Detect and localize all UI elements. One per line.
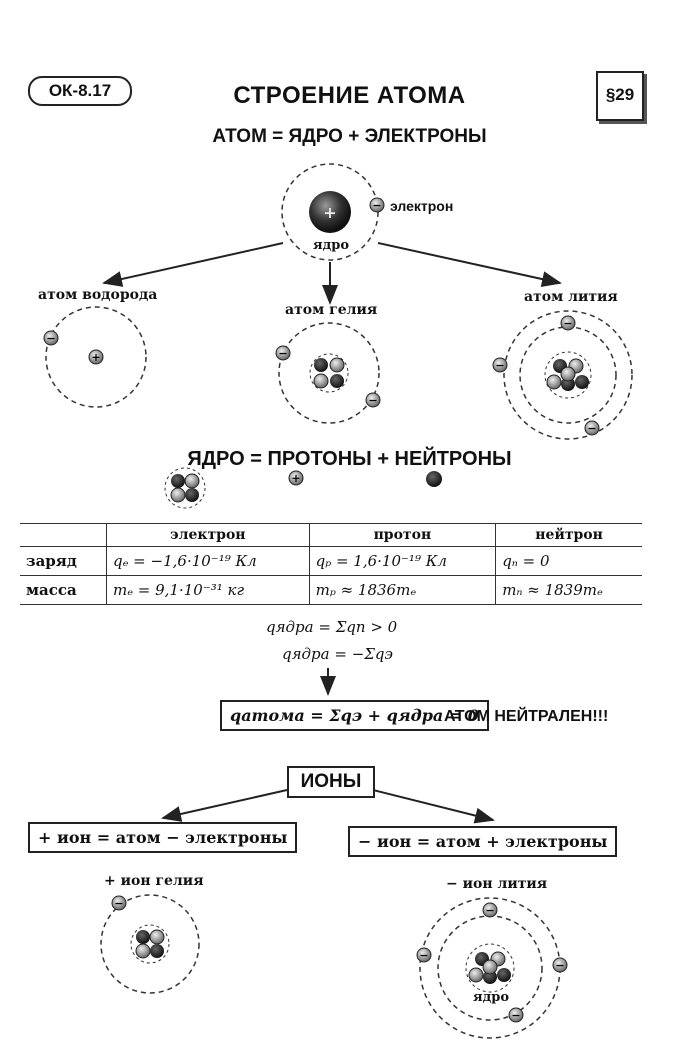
- helium-label: атом гелия: [285, 302, 378, 318]
- svg-text:−: −: [587, 422, 596, 435]
- helium-atom: − −: [275, 322, 381, 424]
- table-header-cell: нейтрон: [495, 523, 642, 547]
- table-row: заряд qₑ = −1,6·10⁻¹⁹ Кл qₚ = 1,6·10⁻¹⁹ …: [20, 546, 642, 576]
- page-title: СТРОЕНИЕ АТОМА: [233, 82, 466, 109]
- proton-icon: +: [288, 470, 304, 486]
- table-header-cell: [20, 523, 107, 547]
- svg-text:−: −: [555, 959, 564, 972]
- table-cell: mₙ ≈ 1839mₑ: [495, 575, 642, 605]
- particle-properties-table: электрон протон нейтрон заряд qₑ = −1,6·…: [20, 523, 642, 605]
- helium-ion: −: [100, 894, 200, 994]
- table-header-cell: протон: [308, 523, 497, 547]
- svg-text:−: −: [46, 332, 55, 345]
- svg-text:−: −: [368, 394, 377, 407]
- nucleus-label: ядро: [313, 238, 350, 253]
- hydrogen-label: атом водорода: [38, 287, 158, 303]
- svg-text:−: −: [485, 904, 494, 917]
- table-row: масса mₑ = 9,1·10⁻³¹ кг mₚ ≈ 1836mₑ mₙ ≈…: [20, 575, 642, 605]
- svg-text:+: +: [323, 203, 336, 222]
- positive-ion-formula: + ион = атом − электроны: [28, 822, 298, 853]
- table-cell: qₙ = 0: [495, 546, 642, 576]
- lithium-ion-label: − ион лития: [446, 876, 548, 892]
- generic-atom: + −: [281, 163, 385, 261]
- svg-text:−: −: [278, 347, 287, 360]
- table-cell: qₑ = −1,6·10⁻¹⁹ Кл: [106, 546, 310, 576]
- ions-title: ИОНЫ: [287, 766, 375, 798]
- table-cell: qₚ = 1,6·10⁻¹⁹ Кл: [308, 546, 497, 576]
- hydrogen-atom: + −: [43, 306, 147, 408]
- svg-text:−: −: [495, 359, 504, 372]
- lithium-atom: − − −: [492, 310, 633, 440]
- lesson-code-badge: ОК-8.17: [28, 76, 132, 106]
- svg-text:−: −: [563, 317, 572, 330]
- lithium-ion: − − − −: [416, 897, 568, 1039]
- nucleus-formula: ЯДРО = ПРОТОНЫ + НЕЙТРОНЫ: [187, 448, 512, 470]
- electron-icon: −: [369, 197, 385, 213]
- table-cell: mₑ = 9,1·10⁻³¹ кг: [106, 575, 310, 605]
- nucleus-charge-negative: qядра = −Σqэ: [282, 645, 393, 663]
- atom-charge-equation: qатома = Σqэ + qядра = 0: [220, 700, 489, 731]
- svg-text:−: −: [372, 199, 381, 212]
- nucleus-icon: [309, 191, 351, 233]
- table-header-row: электрон протон нейтрон: [20, 523, 642, 547]
- row-label: масса: [20, 575, 107, 605]
- electron-label: электрон: [390, 198, 454, 214]
- svg-text:−: −: [114, 897, 123, 910]
- row-label: заряд: [20, 546, 107, 576]
- nucleus-composition: +: [164, 467, 442, 509]
- atom-formula: АТОМ = ЯДРО + ЭЛЕКТРОНЫ: [212, 126, 487, 147]
- svg-text:−: −: [511, 1009, 520, 1022]
- ion-nucleus-label: ядро: [473, 990, 510, 1005]
- svg-text:−: −: [419, 949, 428, 962]
- svg-text:+: +: [291, 472, 300, 485]
- negative-ion-formula: − ион = атом + электроны: [348, 826, 618, 857]
- table-cell: mₚ ≈ 1836mₑ: [308, 575, 497, 605]
- helium-ion-label: + ион гелия: [104, 873, 204, 889]
- neutral-statement: АТОМ НЕЙТРАЛЕН!!!: [444, 708, 609, 725]
- paragraph-badge: §29: [596, 71, 644, 121]
- svg-text:+: +: [91, 351, 100, 364]
- neutron-icon: [426, 471, 442, 487]
- nucleus-charge-positive: qядра = Σqп > 0: [266, 618, 398, 636]
- table-header-cell: электрон: [106, 523, 310, 547]
- lithium-label: атом лития: [524, 289, 618, 305]
